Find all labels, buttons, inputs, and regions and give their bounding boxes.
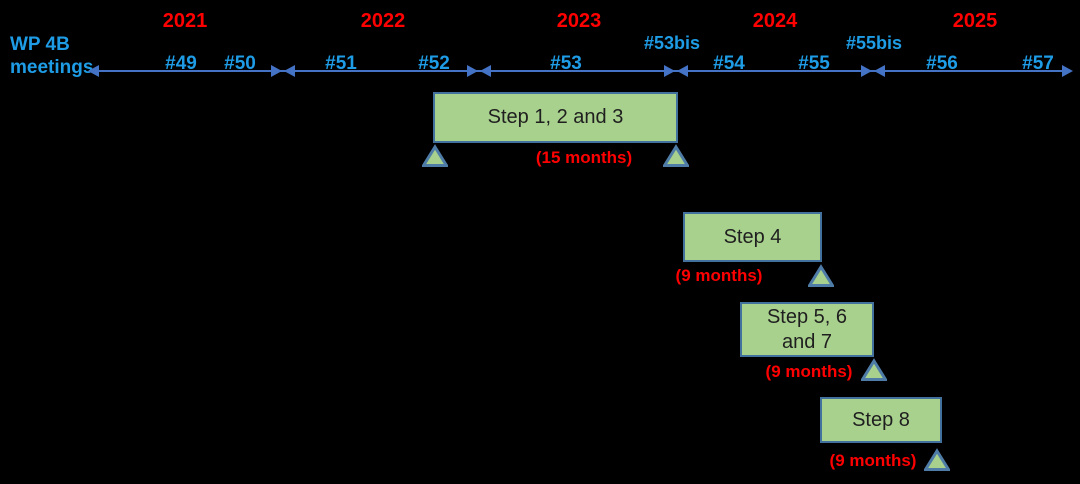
year-label-2022: 2022 [360, 10, 406, 32]
step-box-5-6-7-label: Step 5, 6 and 7 [766, 305, 848, 353]
timeline-axis [89, 70, 1070, 72]
meeting-label-52: #52 [418, 53, 450, 74]
segment-arrowhead-2023-end-icon [664, 65, 675, 77]
title-line-1: WP 4B [10, 34, 70, 55]
milestone-triangle-step5-6-7-end-icon [861, 358, 887, 381]
step-1-2-3-duration: (15 months) [535, 148, 633, 167]
meeting-label-54: #54 [713, 53, 745, 74]
diagram-title: WP 4B meetings [10, 33, 93, 79]
year-label-2025: 2025 [952, 10, 998, 32]
step-box-4-label: Step 4 [723, 225, 782, 248]
segment-arrowhead-2021-end-icon [271, 65, 282, 77]
step-box-8-label: Step 8 [852, 408, 910, 431]
meeting-label-57: #57 [1022, 53, 1054, 74]
milestone-triangle-step4-end-icon [808, 264, 834, 287]
year-label-2024: 2024 [752, 10, 798, 32]
milestone-triangle-step1-start-icon [422, 144, 448, 167]
step-box-1-2-3: Step 1, 2 and 3 [433, 92, 678, 143]
axis-left-arrowhead-icon [88, 65, 99, 77]
milestone-triangle-step8-end-icon [924, 448, 950, 471]
step-4-duration: (9 months) [675, 266, 763, 285]
meeting-label-56: #56 [926, 53, 958, 74]
segment-arrowhead-2023-start-icon [480, 65, 491, 77]
step-8-duration: (9 months) [829, 451, 917, 470]
meeting-label-51: #51 [325, 53, 357, 74]
year-label-2021: 2021 [162, 10, 208, 32]
meeting-label-53: #53 [550, 53, 582, 74]
meeting-label-55bis: #55bis [845, 33, 903, 53]
axis-right-arrowhead-icon [1062, 65, 1073, 77]
step-5-6-7-duration: (9 months) [765, 362, 853, 381]
meeting-label-53bis: #53bis [643, 33, 701, 53]
segment-arrowhead-2024-start-icon [677, 65, 688, 77]
step-box-4: Step 4 [683, 212, 822, 262]
meeting-label-50: #50 [224, 53, 256, 74]
step-box-8: Step 8 [820, 397, 942, 443]
step-box-1-2-3-label: Step 1, 2 and 3 [487, 106, 624, 128]
meeting-label-55: #55 [798, 53, 830, 74]
milestone-triangle-step1-end-icon [663, 144, 689, 167]
segment-arrowhead-2025-start-icon [874, 65, 885, 77]
meeting-label-49: #49 [165, 53, 197, 74]
segment-arrowhead-2022-start-icon [284, 65, 295, 77]
segment-arrowhead-2024-end-icon [861, 65, 872, 77]
segment-arrowhead-2022-end-icon [467, 65, 478, 77]
year-label-2023: 2023 [556, 10, 602, 32]
step-box-5-6-7: Step 5, 6 and 7 [740, 302, 874, 357]
title-line-2: meetings [10, 57, 94, 78]
